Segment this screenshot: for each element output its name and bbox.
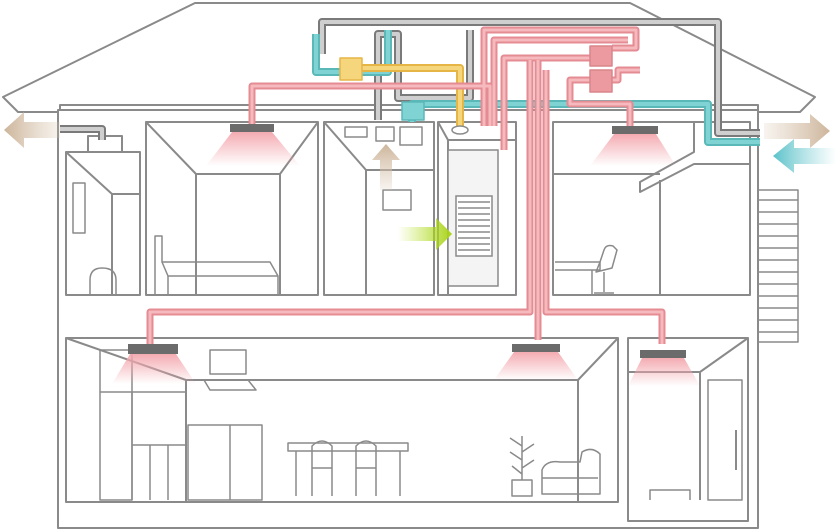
wall-panel xyxy=(383,190,411,210)
air-handler-unit xyxy=(448,126,498,286)
arrow-left-icon xyxy=(4,112,60,148)
ceiling-vent xyxy=(376,127,394,141)
ceiling-vent xyxy=(400,127,422,145)
room-laundry xyxy=(324,122,434,295)
unit-collar xyxy=(452,126,468,134)
teal-box xyxy=(402,102,424,120)
arrow-right-icon xyxy=(764,114,830,148)
yellow-damper-box xyxy=(340,58,362,80)
room-toilet xyxy=(66,136,140,295)
arrow-left-icon xyxy=(773,139,836,173)
exterior-grille xyxy=(758,190,798,342)
ceiling-vent xyxy=(345,127,367,137)
supply-damper-box xyxy=(590,46,612,66)
supply-damper-box xyxy=(590,70,612,92)
